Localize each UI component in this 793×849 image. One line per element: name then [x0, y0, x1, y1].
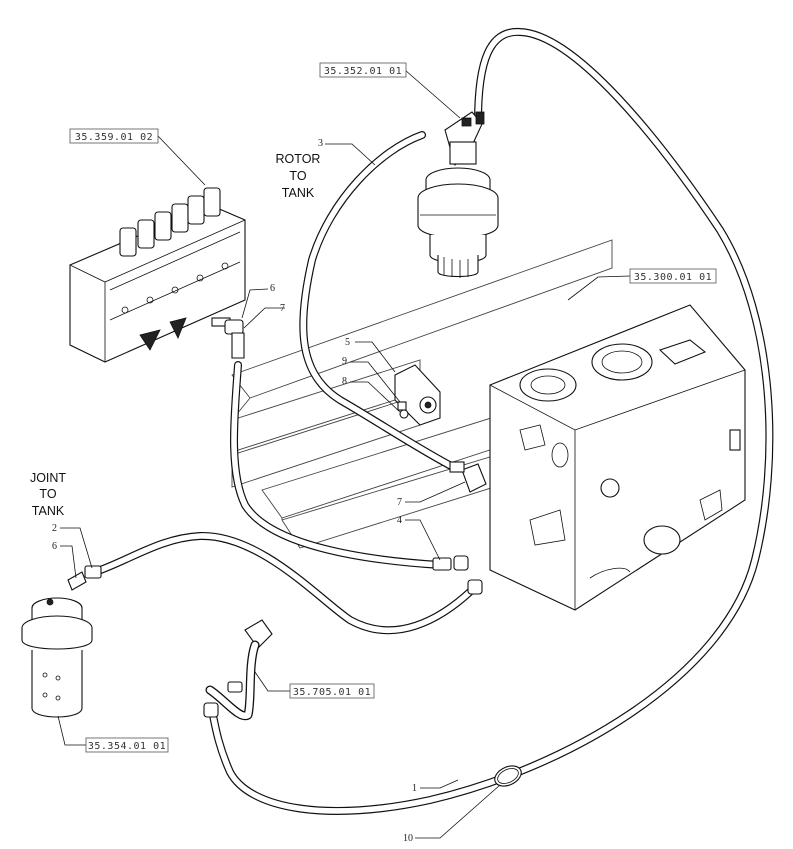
callout-3: 3: [318, 138, 323, 149]
hose-1: [208, 27, 774, 815]
swing-motor: [417, 111, 499, 278]
fitting-6-left: [67, 571, 87, 591]
callout-5: 5: [345, 337, 350, 348]
suction-pipe: [203, 619, 273, 721]
rotary-joint: [21, 597, 93, 718]
svg-text:TO: TO: [289, 169, 306, 183]
hose-3: [299, 131, 459, 472]
ref-box-rotary-joint: 35.354.01 01: [85, 737, 169, 753]
svg-text:35.352.01 01: 35.352.01 01: [324, 66, 402, 77]
callout-2: 2: [52, 523, 57, 534]
callout-7-top: 7: [280, 303, 285, 314]
callout-6-top: 6: [270, 283, 275, 294]
svg-text:TANK: TANK: [32, 504, 65, 518]
hydraulic-tank: [489, 304, 746, 611]
svg-text:35.354.01 01: 35.354.01 01: [88, 741, 166, 752]
caption-rotor-to-tank: ROTOR TO TANK: [276, 152, 321, 200]
svg-text:35.359.01 02: 35.359.01 02: [75, 132, 153, 143]
svg-text:ROTOR: ROTOR: [276, 152, 321, 166]
caption-joint-to-tank: JOINT TO TANK: [30, 471, 66, 518]
callout-10: 10: [403, 833, 413, 844]
valve-block: [69, 187, 246, 363]
washer-9-nut-8: [397, 401, 409, 419]
hose-2: [91, 531, 476, 635]
callout-9: 9: [342, 356, 347, 367]
fitting-2-end: [84, 565, 483, 595]
ref-box-suction-pipe: 35.705.01 01: [289, 683, 375, 699]
clamp-10: [494, 765, 522, 787]
callout-8: 8: [342, 376, 347, 387]
svg-text:TANK: TANK: [282, 186, 315, 200]
ref-box-hydraulic-tank: 35.300.01 01: [629, 268, 717, 284]
callout-1: 1: [412, 783, 417, 794]
ref-box-swing-motor: 35.352.01 01: [319, 62, 407, 78]
leader-lines: [57, 69, 631, 839]
solenoid-stack: [119, 187, 221, 257]
svg-text:35.705.01 01: 35.705.01 01: [293, 687, 371, 698]
callout-6-left: 6: [52, 541, 57, 552]
fitting-6-7-top: [224, 319, 245, 359]
fitting-7-mid: [449, 461, 487, 493]
ref-box-valve-block: 35.359.01 02: [69, 128, 159, 144]
fitting-4-end: [432, 555, 469, 571]
callout-numbers: 3 6 7 5 9 8 7 4 2 6 1 10: [52, 138, 417, 844]
callout-4: 4: [397, 515, 402, 526]
callout-7-mid: 7: [397, 497, 402, 508]
svg-text:JOINT: JOINT: [30, 471, 66, 485]
hose-4: [230, 361, 444, 569]
svg-text:TO: TO: [39, 487, 56, 501]
svg-text:35.300.01 01: 35.300.01 01: [634, 272, 712, 283]
